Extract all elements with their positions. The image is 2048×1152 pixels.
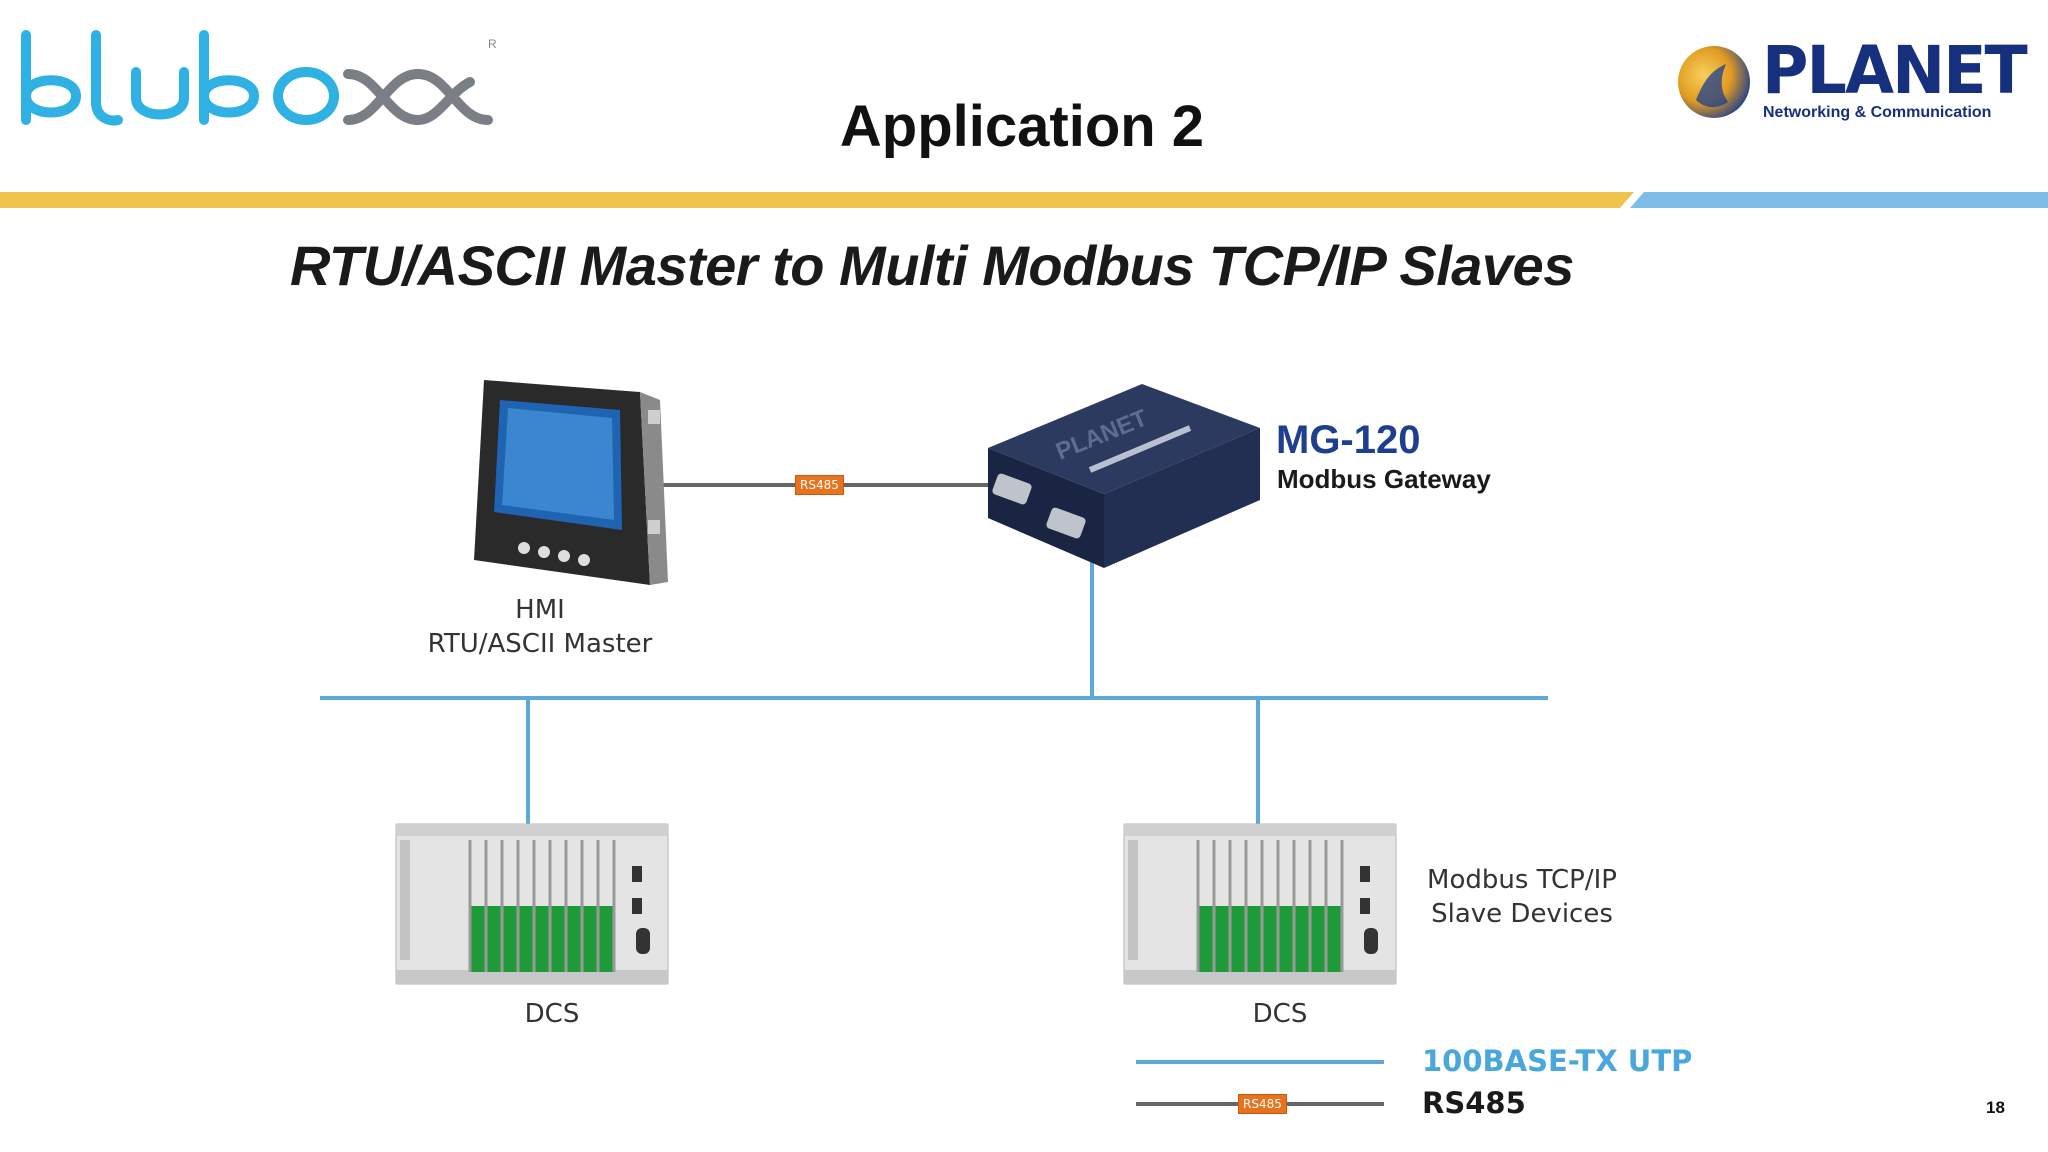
gateway-description: Modbus Gateway [1277,464,1491,494]
slave-devices-label: Modbus TCP/IP Slave Devices [1402,864,1642,932]
header-accent-band [0,192,2048,208]
page-title: Application 2 [839,94,1205,159]
diagram-title: RTU/ASCII Master to Multi Modbus TCP/IP … [290,234,1574,297]
hmi-label-line2: RTU/ASCII Master [427,628,653,659]
legend-rs485-label: RS485 [1422,1086,1526,1120]
bluboxx-logo: R [21,30,497,126]
slave-label-line2: Slave Devices [1431,898,1613,929]
rs485-tag: RS485 [795,475,844,495]
legend-utp-label: 100BASE-TX UTP [1422,1044,1693,1078]
planet-tagline: Networking & Communication [1763,104,1992,121]
svg-text:R: R [488,37,497,51]
gateway-model-name: MG-120 [1276,418,1421,462]
planet-brand: PLANET [1762,32,2028,109]
legend-rs485-tag: RS485 [1238,1094,1287,1114]
hmi-label: HMI RTU/ASCII Master [380,594,700,662]
dcs-label-left: DCS [524,999,580,1029]
hmi-label-line1: HMI [515,595,565,625]
dcs-label-right: DCS [1252,999,1308,1029]
dcs-device-left [395,823,669,985]
dcs-device-right [1123,823,1397,985]
planet-globe-icon [1678,46,1750,118]
page-number: 18 [1986,1098,2005,1117]
hmi-device [474,380,668,585]
mg120-gateway: PLANET [988,384,1260,568]
slave-label-line1: Modbus TCP/IP [1427,865,1617,895]
